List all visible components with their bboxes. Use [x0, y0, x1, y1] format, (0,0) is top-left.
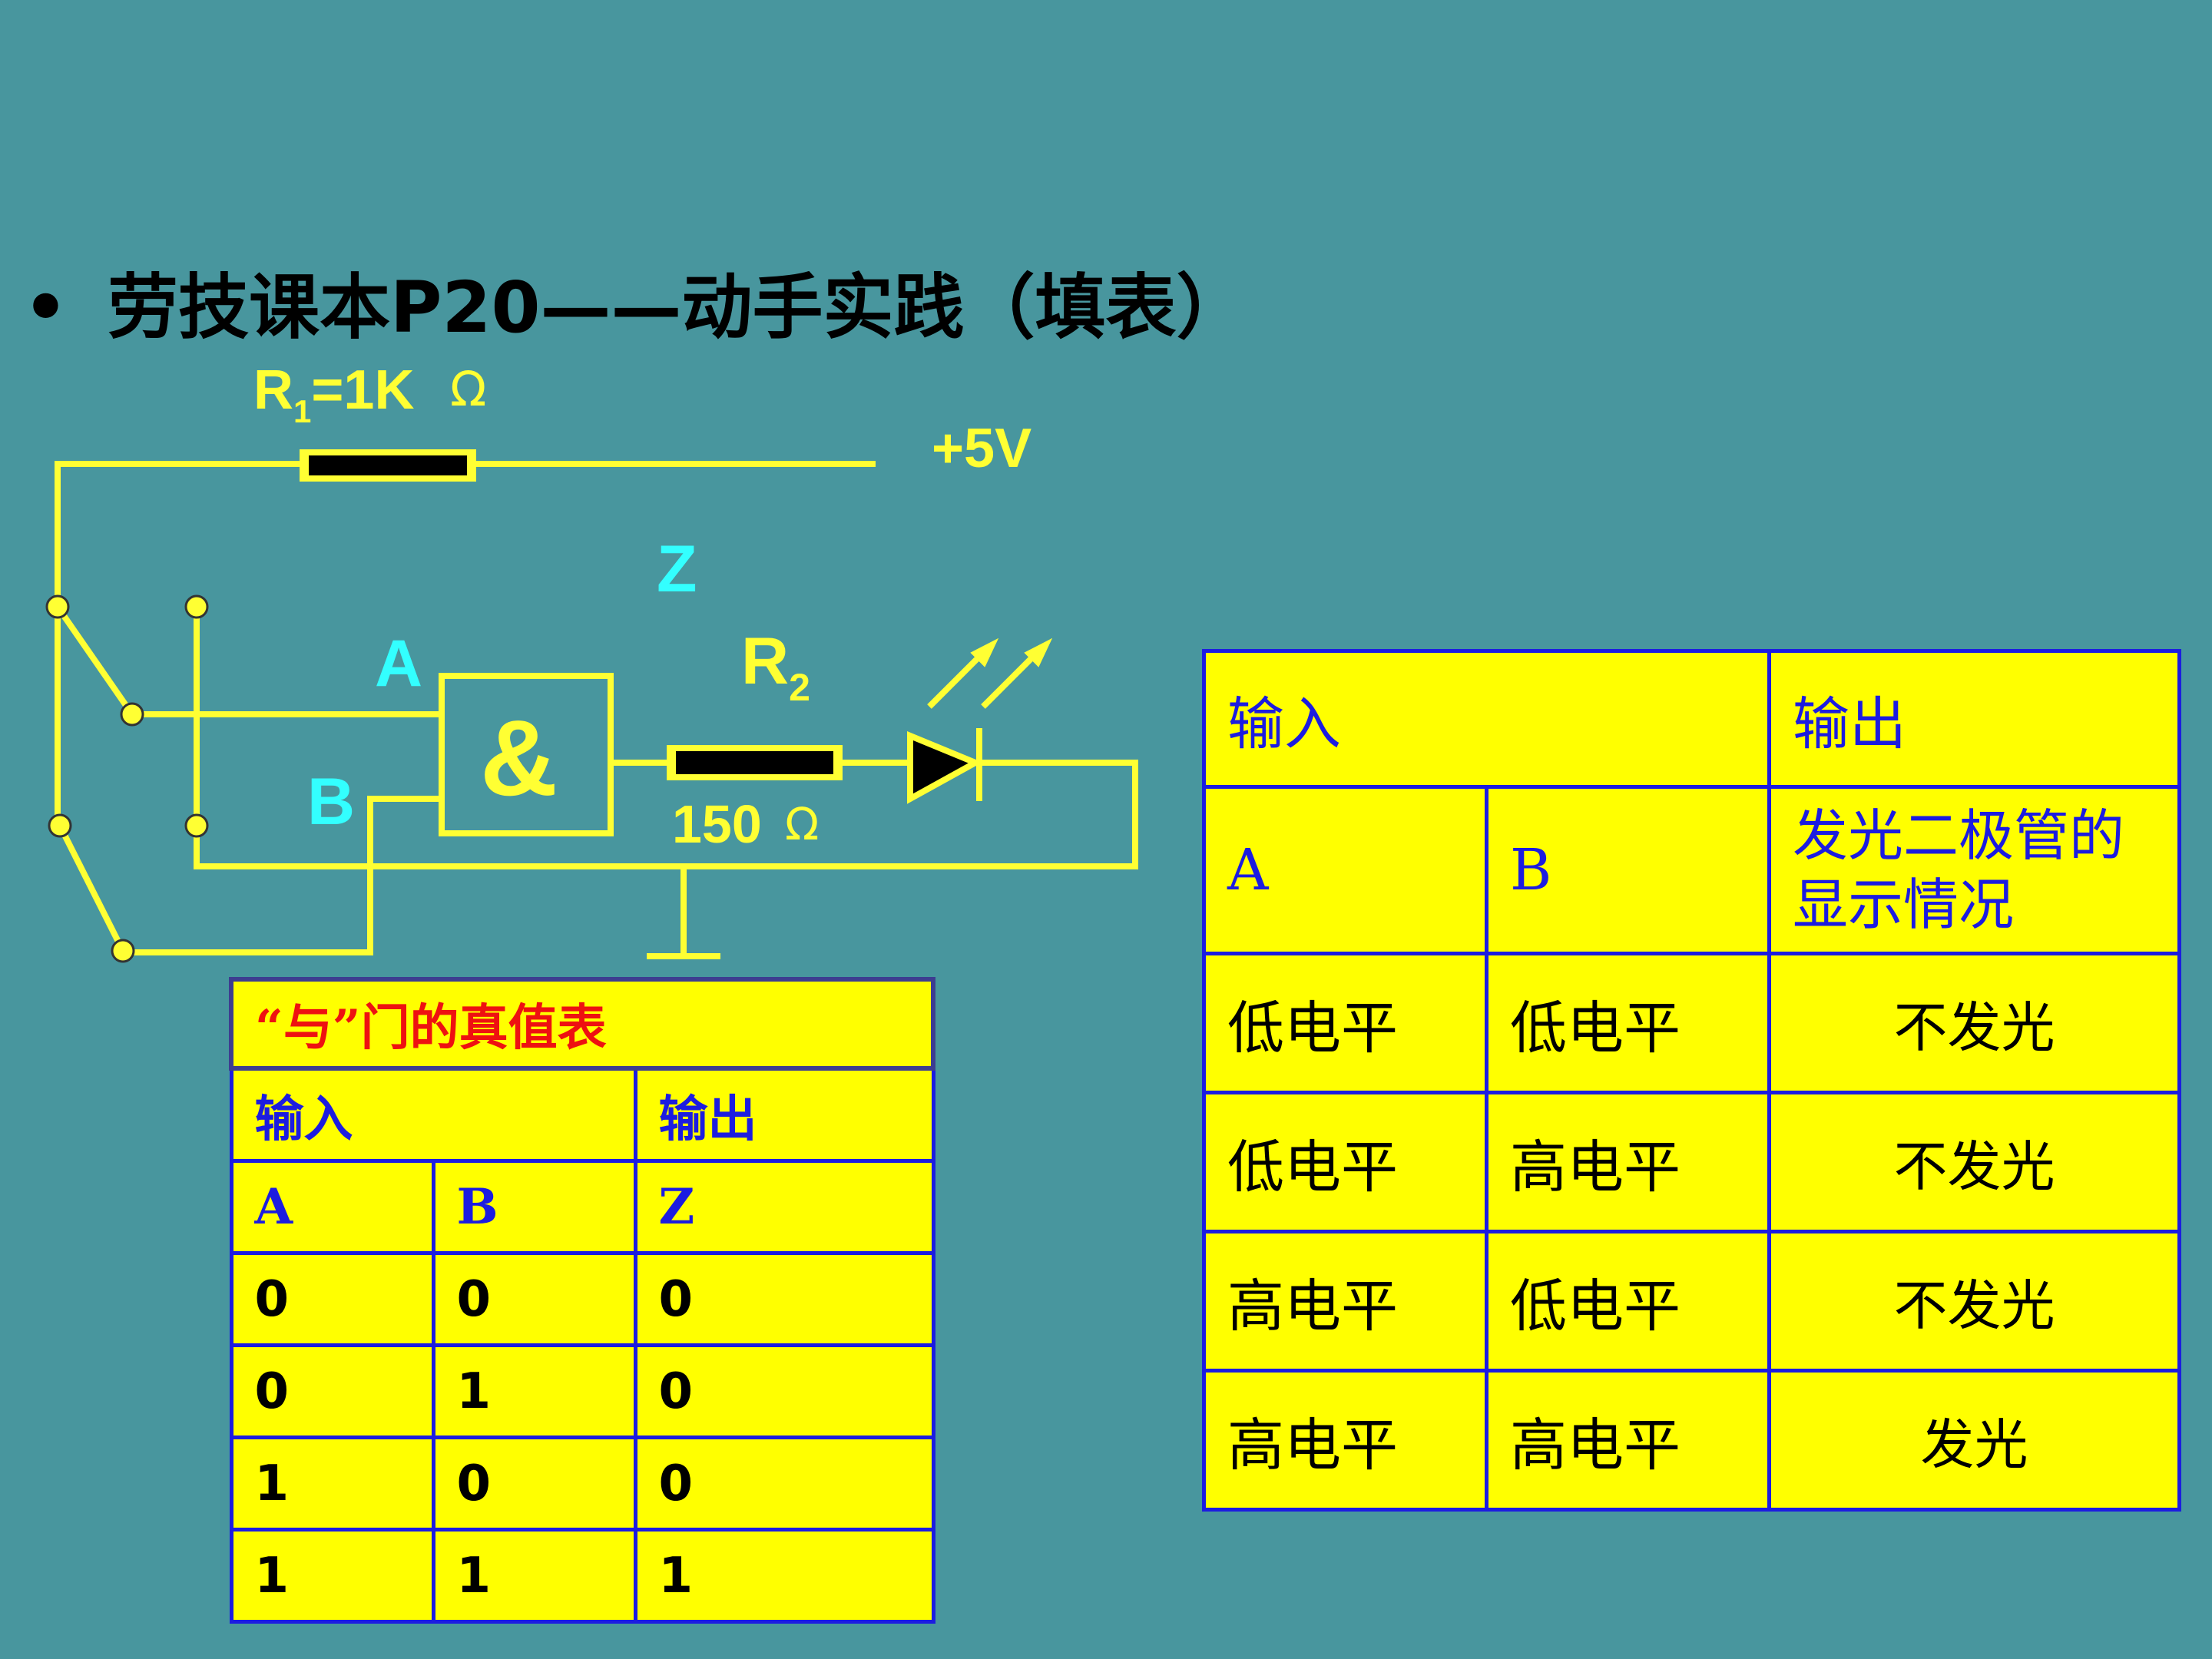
led-diode [907, 637, 1053, 804]
cell: 低电平 [1485, 952, 1771, 1094]
switch-a-blade [55, 604, 135, 717]
circuit-labels: R1=1K Ω +5V Z A B & R2 150 Ω [253, 359, 1031, 854]
cell: 0 [633, 1343, 935, 1439]
cell: 不发光 [1767, 1230, 2181, 1373]
cell: 高电平 [1202, 1369, 1488, 1512]
r2-ohm: Ω [785, 798, 819, 850]
terminal [45, 594, 70, 619]
wire-ground-rail [194, 760, 1138, 869]
cell: 高电平 [1485, 1091, 1771, 1233]
circuit-wires [55, 461, 1138, 959]
r2-label: R2 [741, 624, 810, 709]
resistor-r1 [300, 449, 476, 482]
cell: 不发光 [1767, 952, 2181, 1094]
led-table: 输入 输出 A B 发光二极管的显示情况 低电平低电平不发光 低电平高电平不发光… [1202, 649, 2181, 1512]
cell: 发光 [1767, 1369, 2181, 1512]
b-label: B [307, 765, 355, 839]
r1-label: R1=1K [253, 359, 414, 429]
wire-r1-left [55, 461, 300, 607]
cell: 1 [229, 1435, 435, 1532]
slide-title: •劳技课本P20——动手实践（填表） [23, 273, 1247, 343]
terminal [184, 594, 209, 619]
cell: 低电平 [1202, 1091, 1488, 1233]
truth-col-z: Z [633, 1159, 935, 1255]
cell: 不发光 [1767, 1091, 2181, 1233]
truth-col-a: A [229, 1159, 435, 1255]
title-text: 劳技课本P20——动手实践（填表） [108, 267, 1247, 349]
cell: 高电平 [1485, 1369, 1771, 1512]
truth-output-header: 输出 [633, 1066, 935, 1163]
cell: 0 [229, 1251, 435, 1347]
resistor-r2 [667, 745, 843, 780]
cell: 1 [633, 1528, 935, 1624]
cell: 0 [229, 1343, 435, 1439]
terminal [111, 939, 135, 963]
r1-ohm: Ω [450, 361, 486, 417]
cell: 1 [431, 1528, 637, 1624]
r2-value: 150 [672, 794, 762, 854]
cell: 0 [633, 1435, 935, 1532]
cell: 0 [633, 1251, 935, 1347]
led-output-header: 输出 [1767, 649, 2181, 789]
cell: 0 [431, 1251, 637, 1347]
led-col-out: 发光二极管的显示情况 [1767, 785, 2181, 955]
cell: 低电平 [1202, 952, 1488, 1094]
led-col-b: B [1485, 785, 1771, 955]
table-row: 低电平低电平不发光 [1202, 952, 2181, 1094]
truth-col-b: B [431, 1159, 637, 1255]
cell: 1 [229, 1528, 435, 1624]
wire-b-input [123, 796, 442, 955]
terminal [48, 813, 72, 838]
switch-b-blade [57, 824, 126, 952]
cell: 1 [431, 1343, 637, 1439]
table-row: 高电平高电平发光 [1202, 1369, 2181, 1512]
a-label: A [375, 627, 422, 700]
cell: 0 [431, 1435, 637, 1532]
terminals [45, 594, 209, 963]
and-gate [439, 673, 614, 836]
bullet: • [23, 267, 68, 349]
truth-input-header: 输入 [229, 1066, 637, 1163]
led-input-header: 输入 [1202, 649, 1771, 789]
table-row: 高电平低电平不发光 [1202, 1230, 2181, 1373]
terminal [120, 702, 144, 727]
terminal [184, 813, 209, 838]
truth-table-caption: “与”门的真值表 [229, 977, 935, 1071]
table-row: 低电平高电平不发光 [1202, 1091, 2181, 1233]
cell: 高电平 [1202, 1230, 1488, 1373]
z-label: Z [657, 532, 697, 606]
gate-symbol: & [480, 697, 558, 818]
cell: 低电平 [1485, 1230, 1771, 1373]
supply-label: +5V [932, 418, 1031, 479]
led-col-a: A [1202, 785, 1488, 955]
